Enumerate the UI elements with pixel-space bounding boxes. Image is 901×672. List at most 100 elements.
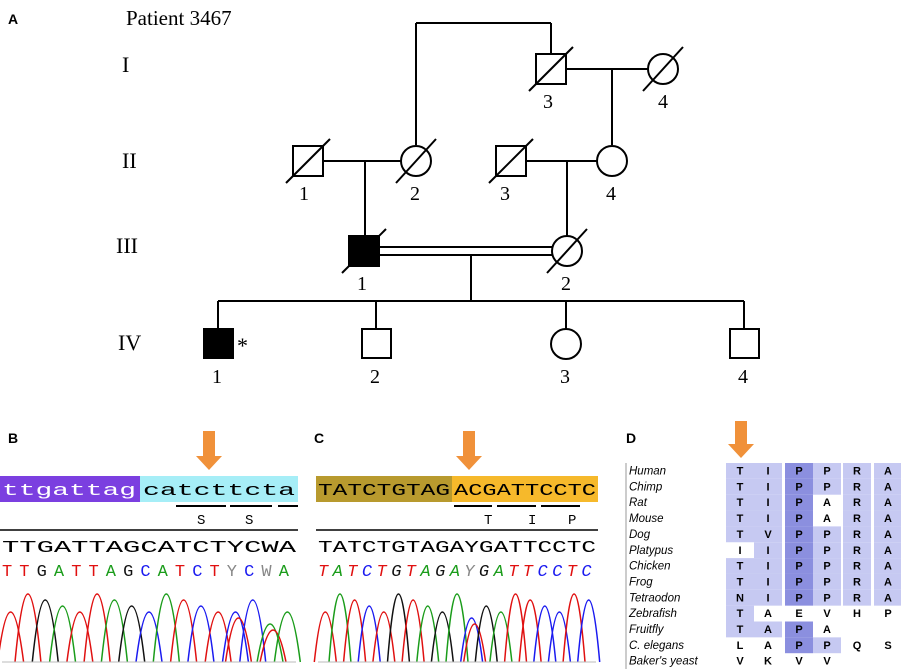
- chromatogram-peak: [576, 599, 601, 663]
- alignment-residue: H: [853, 608, 861, 620]
- b-left-highlight: [0, 476, 140, 502]
- c-chromatogram: [313, 593, 601, 663]
- chromatogram-peak: [328, 593, 352, 663]
- species-name: Baker's yeast: [629, 656, 698, 668]
- chromatogram-peak: [256, 623, 284, 663]
- alignment-cell-bg: [754, 621, 782, 638]
- alignment-cell-bg: [843, 573, 871, 590]
- mutation-arrow-icon: [456, 431, 482, 470]
- amino-acid-label: T: [484, 513, 492, 529]
- b-chromatogram: [0, 593, 302, 663]
- c-called-sequence: TATCTGTAGAYGATTCCTC: [318, 539, 596, 558]
- alignment-residue: T: [737, 513, 744, 525]
- species-name: Rat: [629, 497, 648, 509]
- chromatogram-peak: [259, 629, 287, 663]
- alignment-residue: R: [853, 592, 861, 604]
- panel-b: B ttgattag catcttcta S S TTGATTAGCATCTYC…: [0, 430, 302, 663]
- alignment-cell-bg: [754, 589, 782, 606]
- alignment-cell-bg: [785, 621, 813, 638]
- alignment-cell-bg: [754, 526, 782, 543]
- alignment-cell-bg: [754, 494, 782, 511]
- generation-label-IV: IV: [118, 330, 141, 355]
- chromatogram-peak: [430, 611, 455, 663]
- alignment-residue: I: [738, 545, 741, 557]
- alignment-cell-bg: [726, 589, 754, 606]
- chromatogram-peak: [518, 599, 542, 663]
- alignment-residue: Q: [853, 640, 862, 652]
- alignment-residue: A: [884, 466, 892, 478]
- alignment-cell-bg: [726, 526, 754, 543]
- alignment-cell-bg: [874, 573, 901, 590]
- alignment-residue: T: [737, 608, 744, 620]
- chromatogram-peak: [372, 611, 396, 663]
- chromatogram-peak: [357, 605, 381, 663]
- mutation-arrow-icon: [728, 421, 754, 458]
- species-name: Platypus: [629, 545, 673, 557]
- chromatogram-peak: [401, 599, 425, 663]
- alignment-residue: R: [853, 561, 861, 573]
- alignment-cell-bg: [813, 478, 841, 495]
- alignment-residue: R: [853, 529, 861, 541]
- alignment-cell-bg: [843, 589, 871, 606]
- alignment-residue: P: [795, 545, 802, 557]
- alignment-cell-bg: [785, 589, 813, 606]
- alignment-cell-bg: [874, 589, 901, 606]
- panel-c-label: C: [314, 430, 324, 446]
- amino-acid-label: S: [197, 513, 205, 529]
- alignment-residue: A: [764, 640, 772, 652]
- chromatogram-peak: [187, 605, 215, 663]
- alignment-cell-bg: [874, 558, 901, 574]
- alignment-residue: E: [795, 608, 802, 620]
- alignment-residue: I: [766, 481, 769, 493]
- alignment-residue: R: [853, 577, 861, 589]
- alignment-cell-bg: [754, 478, 782, 495]
- individual-number: 4: [606, 183, 616, 205]
- deceased-slash: [395, 138, 437, 184]
- alignment-cell-bg: [726, 621, 754, 638]
- species-name: Fruitfly: [629, 624, 665, 636]
- alignment-cell-bg: [785, 573, 813, 590]
- alignment-residue: P: [823, 640, 830, 652]
- individual-number: 2: [561, 273, 571, 295]
- alignment-cell-bg: [843, 526, 871, 543]
- chromatogram-peak: [135, 611, 163, 663]
- alignment-residue: V: [764, 529, 772, 541]
- chromatogram-peak: [459, 617, 484, 663]
- gen4-male-2-symbol: [361, 328, 392, 359]
- alignment-residue: P: [823, 561, 830, 573]
- deceased-slash: [642, 46, 684, 92]
- alignment-cell-bg: [754, 558, 782, 574]
- individual-number: 2: [370, 366, 380, 388]
- species-name: Tetraodon: [629, 592, 680, 604]
- chromatogram-peak: [313, 611, 338, 663]
- proband-asterisk: *: [237, 333, 248, 358]
- alignment-residue: A: [823, 513, 831, 525]
- alignment-cell-bg: [785, 463, 813, 479]
- alignment-cell-bg: [726, 463, 754, 479]
- alignment-residue: R: [853, 497, 861, 509]
- gen4-male-4-symbol: [729, 328, 760, 359]
- alignment-residue: P: [795, 640, 802, 652]
- b-right-highlight: [140, 476, 298, 502]
- chromatogram-peak: [342, 599, 367, 663]
- alignment-residue: N: [736, 592, 744, 604]
- b-called-sequence: TTGATTAGCATCTYCWA: [2, 539, 297, 558]
- alignment-cell-bg: [813, 589, 841, 606]
- alignment-cell-bg: [843, 558, 871, 574]
- alignment-residue: V: [736, 656, 744, 668]
- panel-a-label: A: [8, 11, 18, 27]
- alignment-residue: P: [795, 624, 802, 636]
- alignment-residue: P: [795, 561, 802, 573]
- chromatogram-peak: [0, 611, 25, 663]
- alignment-cell-bg: [843, 463, 871, 479]
- alignment-residue: P: [795, 577, 802, 589]
- alignment-residue: A: [884, 577, 892, 589]
- chromatogram-peak: [117, 605, 146, 663]
- alignment-cell-bg: [843, 542, 871, 559]
- alignment-cell-bg: [843, 478, 871, 495]
- alignment-cell-bg: [726, 510, 754, 527]
- individual-number: 3: [500, 183, 510, 205]
- species-name: Zebrafish: [628, 608, 677, 620]
